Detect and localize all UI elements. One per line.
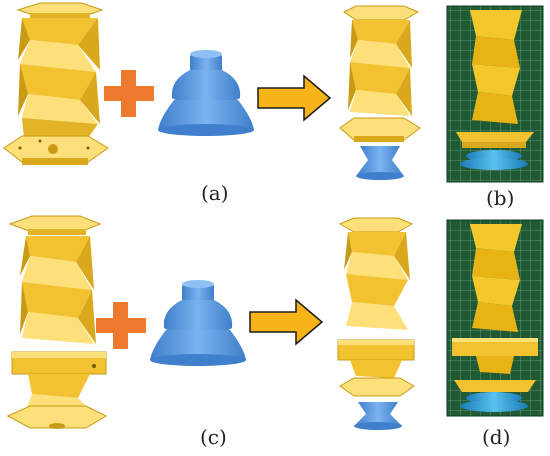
plus-icon — [96, 302, 146, 349]
suction-cup-icon — [150, 280, 246, 366]
gripper-photo-b — [446, 5, 544, 183]
assembled-gripper-render — [337, 217, 415, 430]
gripper-photo-d — [446, 219, 544, 417]
assembled-gripper-render — [339, 5, 421, 180]
caption-d: (d) — [482, 425, 511, 449]
right-arrow-icon — [249, 298, 324, 346]
plus-icon — [104, 70, 154, 117]
caption-c: (c) — [200, 425, 227, 449]
origami-module-a — [3, 2, 109, 165]
right-arrow-icon — [257, 74, 332, 122]
suction-cup-icon — [158, 50, 254, 136]
origami-module-c — [6, 215, 108, 429]
caption-b: (b) — [486, 186, 515, 210]
caption-a: (a) — [201, 181, 229, 205]
